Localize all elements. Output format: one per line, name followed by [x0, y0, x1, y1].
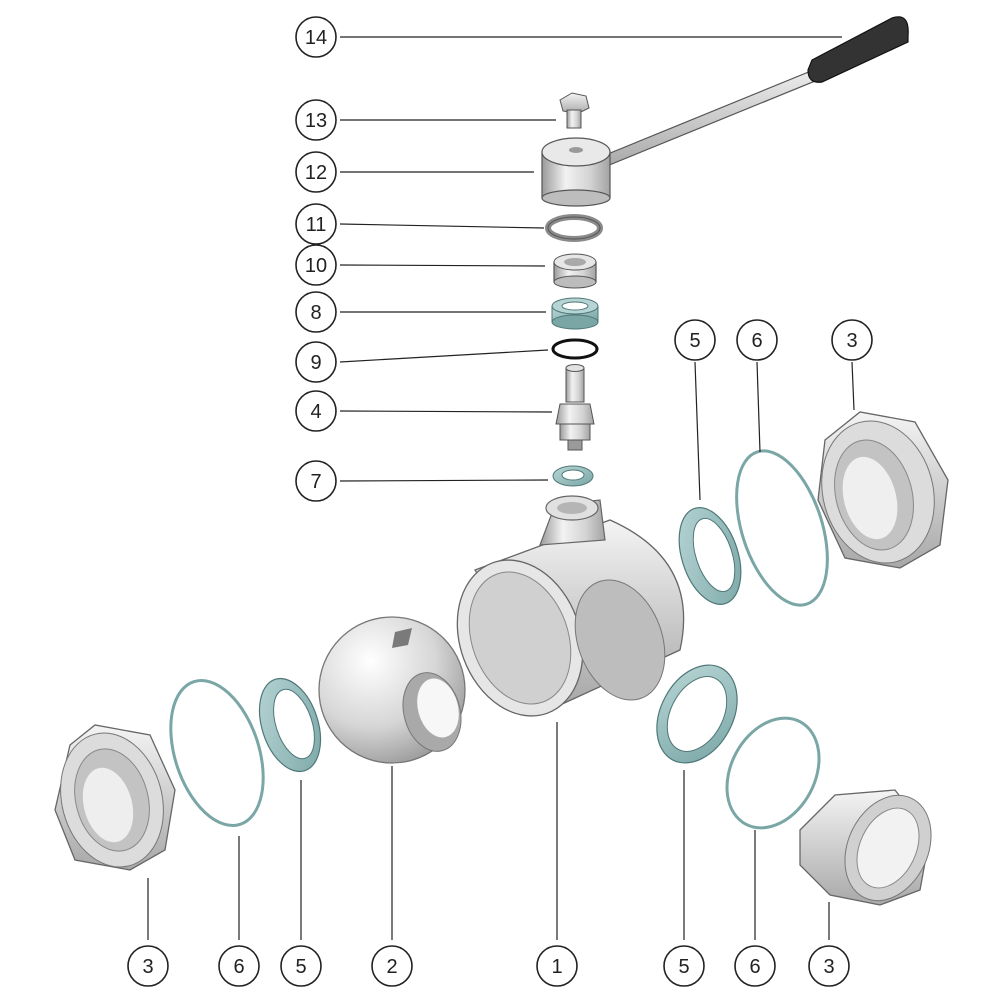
- callout-handle: 14: [295, 16, 337, 58]
- end-connector-lower-right-part: [799, 789, 932, 906]
- callout-circle: [808, 945, 850, 987]
- hub-part: [541, 137, 611, 207]
- o-ring-lower-right-part: [725, 716, 821, 830]
- stem-part: [555, 364, 595, 451]
- seat-upper-right-part: [678, 507, 742, 605]
- callout-o-ring: 9: [295, 341, 337, 383]
- callout-circle: [536, 945, 578, 987]
- ball-part: [318, 616, 466, 764]
- leader-lines: [147, 36, 855, 940]
- callout-number: 5: [689, 330, 700, 352]
- callout-number: 11: [306, 214, 327, 236]
- callout-circle: [295, 16, 337, 58]
- callout-end-connector-left: 3: [127, 945, 169, 987]
- callout-number: 2: [386, 956, 397, 978]
- callout-bolt: 13: [295, 99, 337, 141]
- callout-circle: [674, 319, 716, 361]
- callout-number: 1: [551, 956, 562, 978]
- callout-number: 3: [823, 956, 834, 978]
- callout-stem-seal: 8: [295, 291, 337, 333]
- callout-circle: [295, 151, 337, 193]
- callout-o-ring-lower-right: 6: [734, 945, 776, 987]
- callout-circle: [371, 945, 413, 987]
- callout-stem-washer: 7: [295, 460, 337, 502]
- callout-circle: [280, 945, 322, 987]
- callout-circle: [295, 291, 337, 333]
- callout-number: 5: [678, 956, 689, 978]
- callout-seat-upper-right: 5: [674, 319, 716, 361]
- seat-left-part: [258, 677, 322, 773]
- callout-stem-nut: 10: [295, 244, 337, 286]
- callout-number: 9: [310, 352, 321, 374]
- callout-number: 12: [305, 162, 327, 184]
- callout-circle: [218, 945, 260, 987]
- callout-o-ring-upper-right: 6: [736, 319, 778, 361]
- callout-number: 8: [310, 302, 321, 324]
- callout-end-connector-upper-right: 3: [831, 319, 873, 361]
- callout-seat-lower-right: 5: [663, 945, 705, 987]
- callout-circle: [295, 99, 337, 141]
- o-ring-left-part: [169, 678, 265, 828]
- seat-lower-right-part: [656, 664, 738, 764]
- nut-part: [553, 253, 597, 289]
- valve-body-part: [456, 495, 685, 717]
- callout-circle: [663, 945, 705, 987]
- callout-number: 4: [310, 401, 321, 423]
- callout-circle: [127, 945, 169, 987]
- callout-stem: 4: [295, 390, 337, 432]
- part-callouts: 14 13 12 11 10 8 9 4 7 5 6 3 3 6 5 2 1 5 6 3: [127, 16, 873, 987]
- callout-number: 6: [233, 956, 244, 978]
- callout-handle-hub: 12: [295, 151, 337, 193]
- handle-part: [597, 16, 909, 169]
- end-connector-upper-right-part: [817, 411, 949, 569]
- callout-circle: [734, 945, 776, 987]
- callout-number: 14: [305, 27, 327, 49]
- stem-seal-part: [551, 297, 599, 330]
- bolt-part: [559, 92, 590, 129]
- o-ring-upper-right-part: [735, 449, 829, 607]
- end-connector-left-part: [54, 724, 176, 871]
- callout-end-connector-lower-right: 3: [808, 945, 850, 987]
- callout-number: 13: [305, 110, 327, 132]
- handle-grip-icon: [807, 16, 909, 83]
- callout-o-ring-left: 6: [218, 945, 260, 987]
- callout-number: 5: [295, 956, 306, 978]
- callout-number: 10: [305, 255, 327, 277]
- callout-circle: [831, 319, 873, 361]
- callout-circle: [295, 244, 337, 286]
- callout-ball: 2: [371, 945, 413, 987]
- stem-o-ring-part: [551, 338, 599, 360]
- callout-number: 3: [142, 956, 153, 978]
- stem-washer-part: [552, 465, 594, 487]
- ball-slot-icon: [392, 628, 412, 648]
- callout-body: 1: [536, 945, 578, 987]
- callout-circle: [295, 460, 337, 502]
- callout-number: 7: [310, 471, 321, 493]
- callout-circle: [295, 390, 337, 432]
- callout-circle: [295, 203, 337, 245]
- callout-number: 6: [749, 956, 760, 978]
- callout-number: 6: [751, 330, 762, 352]
- callout-number: 3: [846, 330, 857, 352]
- callout-circle: [295, 341, 337, 383]
- callout-circle: [736, 319, 778, 361]
- callout-ring: 11: [295, 203, 337, 245]
- ring-part: [545, 214, 603, 242]
- callout-seat-left: 5: [280, 945, 322, 987]
